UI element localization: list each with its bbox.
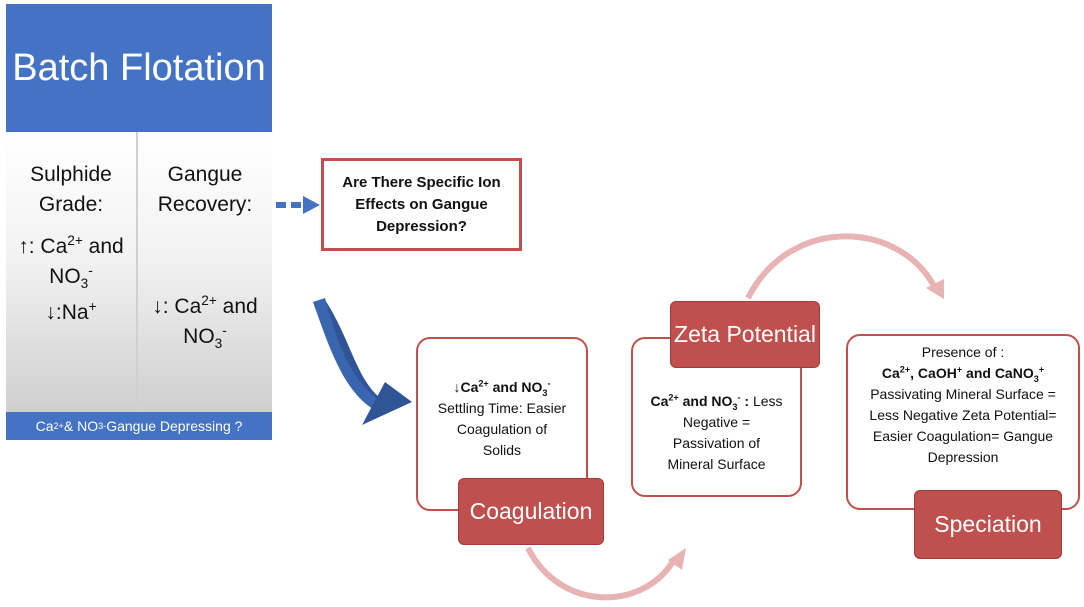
coagulation-line-2: Settling Time: Easier	[437, 400, 567, 416]
curved-arrow-to-coagulation	[313, 298, 412, 425]
speciation-box: Presence of : Ca2+, CaOH+ and CaNO3+ Pas…	[846, 334, 1080, 510]
up-arrow-icon: ↑	[18, 235, 29, 258]
down-arrow-icon: ↓	[152, 295, 163, 318]
down-arrow-icon: ↓	[453, 379, 461, 395]
sulphide-decrease-line: ↓:Na+	[45, 299, 97, 324]
sulphide-heading-2: Grade:	[38, 193, 104, 216]
dashed-arrow-to-question	[276, 196, 320, 214]
speciation-label: Speciation	[914, 490, 1062, 559]
coagulation-line-3: Coagulation of	[456, 421, 548, 437]
zeta-line-2: Negative =	[682, 414, 751, 430]
speciation-line-5: Easier Coagulation= Gangue	[872, 428, 1054, 444]
gangue-heading-2: Recovery:	[157, 193, 253, 216]
sulphide-grade-column: Sulphide Grade: ↑: Ca2+ and NO3- ↓:Na+	[6, 132, 136, 412]
coagulation-line-4: Solids	[482, 442, 522, 458]
gangue-heading-1: Gangue	[167, 163, 243, 186]
gangue-recovery-column: Gangue Recovery: ↓: Ca2+ and NO3-	[138, 132, 272, 412]
down-arrow-icon: ↓	[45, 301, 56, 324]
zeta-line-1: Ca2+ and NO3- : Less	[650, 392, 783, 412]
arc-zeta-to-speciation	[745, 233, 944, 300]
batch-flotation-panel: Batch Flotation Sulphide Grade: ↑: Ca2+ …	[6, 4, 272, 440]
column-divider	[136, 132, 138, 412]
arc-coagulation-to-zeta	[525, 546, 686, 601]
panel-title: Batch Flotation	[6, 4, 272, 132]
sulphide-increase-line-2: NO3-	[49, 263, 93, 292]
speciation-line-1: Presence of :	[921, 344, 1005, 360]
speciation-line-3: Passivating Mineral Surface =	[870, 386, 1056, 402]
zeta-potential-label: Zeta Potential	[670, 301, 820, 368]
coagulation-line-1: ↓Ca2+ and NO3-	[453, 378, 551, 398]
coagulation-label: Coagulation	[458, 478, 604, 545]
question-box: Are There Specific Ion Effects on Gangue…	[321, 158, 522, 251]
sulphide-heading-1: Sulphide	[30, 163, 112, 186]
speciation-line-2: Ca2+, CaOH+ and CaNO3+	[881, 364, 1045, 384]
sulphide-increase-line: ↑: Ca2+ and	[18, 233, 124, 258]
zeta-line-3: Passivation of	[672, 435, 761, 451]
gangue-decrease-line-2: NO3-	[183, 323, 227, 352]
speciation-line-6: Depression	[927, 449, 999, 465]
gangue-decrease-line: ↓: Ca2+ and	[152, 293, 258, 318]
speciation-line-4: Less Negative Zeta Potential=	[869, 407, 1057, 423]
panel-columns: Sulphide Grade: ↑: Ca2+ and NO3- ↓:Na+ G…	[6, 132, 272, 412]
zeta-line-4: Mineral Surface	[667, 456, 766, 472]
